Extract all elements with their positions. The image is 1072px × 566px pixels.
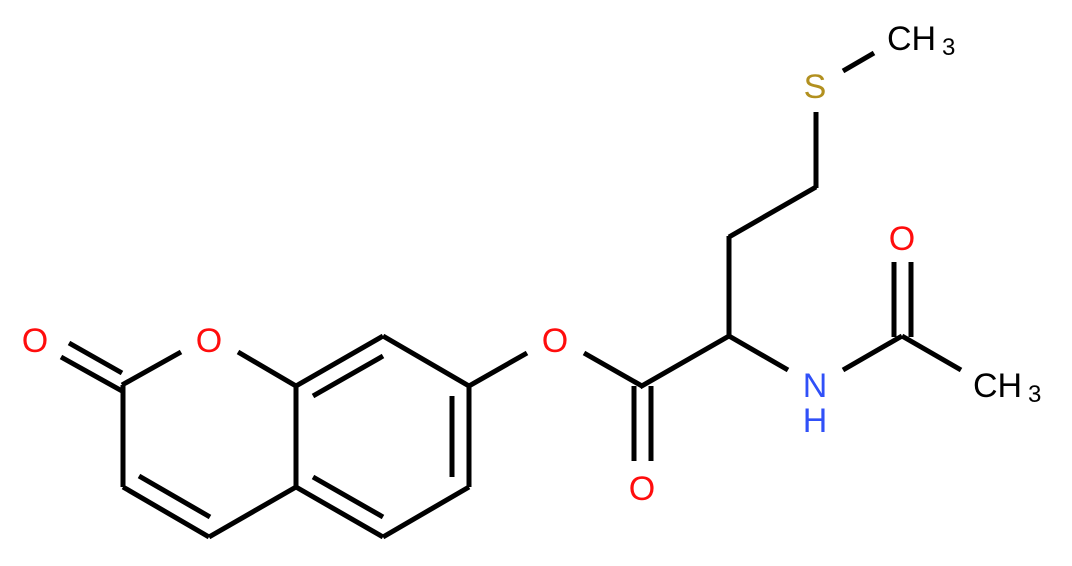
- bond-c5-c4a-inner: [311, 474, 385, 520]
- atom-ch3-acetyl-main: CH: [973, 367, 1022, 405]
- bond-c3-c4-inner: [137, 473, 212, 520]
- bond-c-beta-c-gamma: [727, 184, 818, 240]
- atom-o-ester: O: [542, 322, 568, 360]
- bond-c2-o-carbonyl-a: [67, 340, 124, 376]
- bonds: [59, 50, 963, 540]
- bond-c5-c4a: [294, 484, 385, 540]
- bond-c8a-c8-inner: [311, 353, 385, 399]
- bond-c4-c4a: [207, 484, 298, 540]
- atom-s-thioether: S: [804, 68, 827, 106]
- bond-c2-o1: [120, 349, 183, 388]
- atom-n-amide: N: [803, 367, 828, 405]
- atom-labels: O O O O N H O CH 3 S CH 3: [22, 20, 1042, 508]
- bond-c7-o-ester: [467, 350, 529, 389]
- bond-c6-c5: [381, 484, 471, 540]
- bond-c-alpha-n: [727, 333, 790, 373]
- atom-o-lactone-carbonyl: O: [22, 322, 48, 360]
- atom-n-amide-h: H: [803, 402, 828, 440]
- atom-ch3-acetyl: CH 3: [973, 367, 1041, 408]
- atom-o-acetyl: O: [889, 220, 915, 258]
- atom-o-ring: O: [196, 322, 222, 360]
- atom-ch3-acetyl-sub: 3: [1028, 381, 1041, 408]
- atom-ch3-s-sub: 3: [942, 34, 955, 61]
- bond-c-acetyl-ch3: [900, 333, 963, 373]
- bond-c8-c7: [381, 333, 471, 389]
- atom-ch3-s-main: CH: [887, 20, 936, 58]
- bond-c2-o-carbonyl-b: [59, 354, 124, 394]
- bond-c-ester-c-alpha: [638, 333, 731, 390]
- atom-o-ester-carbonyl: O: [629, 470, 655, 508]
- bond-s-ch3: [841, 50, 876, 74]
- bond-c8a-c8: [294, 333, 385, 389]
- bond-n-c-acetyl: [841, 333, 904, 373]
- bond-c3-c4: [121, 484, 211, 540]
- bond-o-ester-c-ester: [582, 350, 644, 389]
- atom-ch3-s: CH 3: [887, 20, 955, 61]
- bond-o1-c8a: [236, 349, 298, 389]
